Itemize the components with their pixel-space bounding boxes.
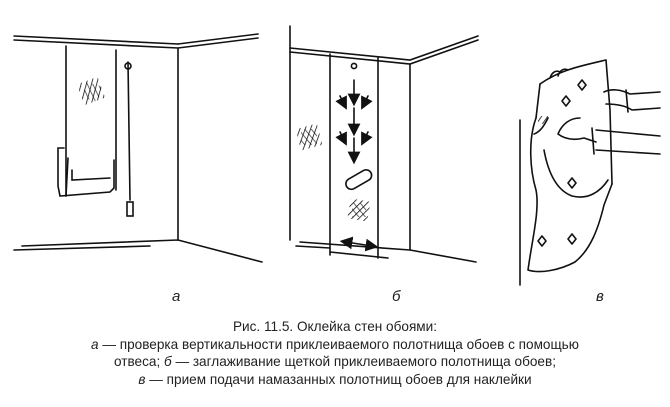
panel-b-drawing: [289, 25, 479, 263]
panel-a-drawing: [13, 33, 263, 263]
panel-c-drawing: [519, 59, 661, 286]
wallpapering-illustration: [13, 25, 661, 286]
panel-label-c: в: [596, 288, 604, 305]
caption-line-a: а — проверка вертикальности приклеиваемо…: [91, 336, 579, 352]
panel-label-a: а: [172, 288, 181, 305]
figure-caption: Рис. 11.5. Оклейка стен обоями: а — пров…: [0, 318, 670, 388]
panel-label-b: б: [392, 288, 401, 305]
caption-line-c: в — прием подачи намазанных полотнищ обо…: [138, 371, 532, 387]
caption-letter-b: б: [164, 354, 172, 369]
caption-letter-a: а: [91, 336, 99, 352]
caption-line-b: отвеса; б — заглаживание щеткой приклеив…: [113, 354, 556, 369]
caption-title: Рис. 11.5. Оклейка стен обоями:: [232, 319, 438, 334]
caption-letter-c: в: [138, 371, 146, 387]
